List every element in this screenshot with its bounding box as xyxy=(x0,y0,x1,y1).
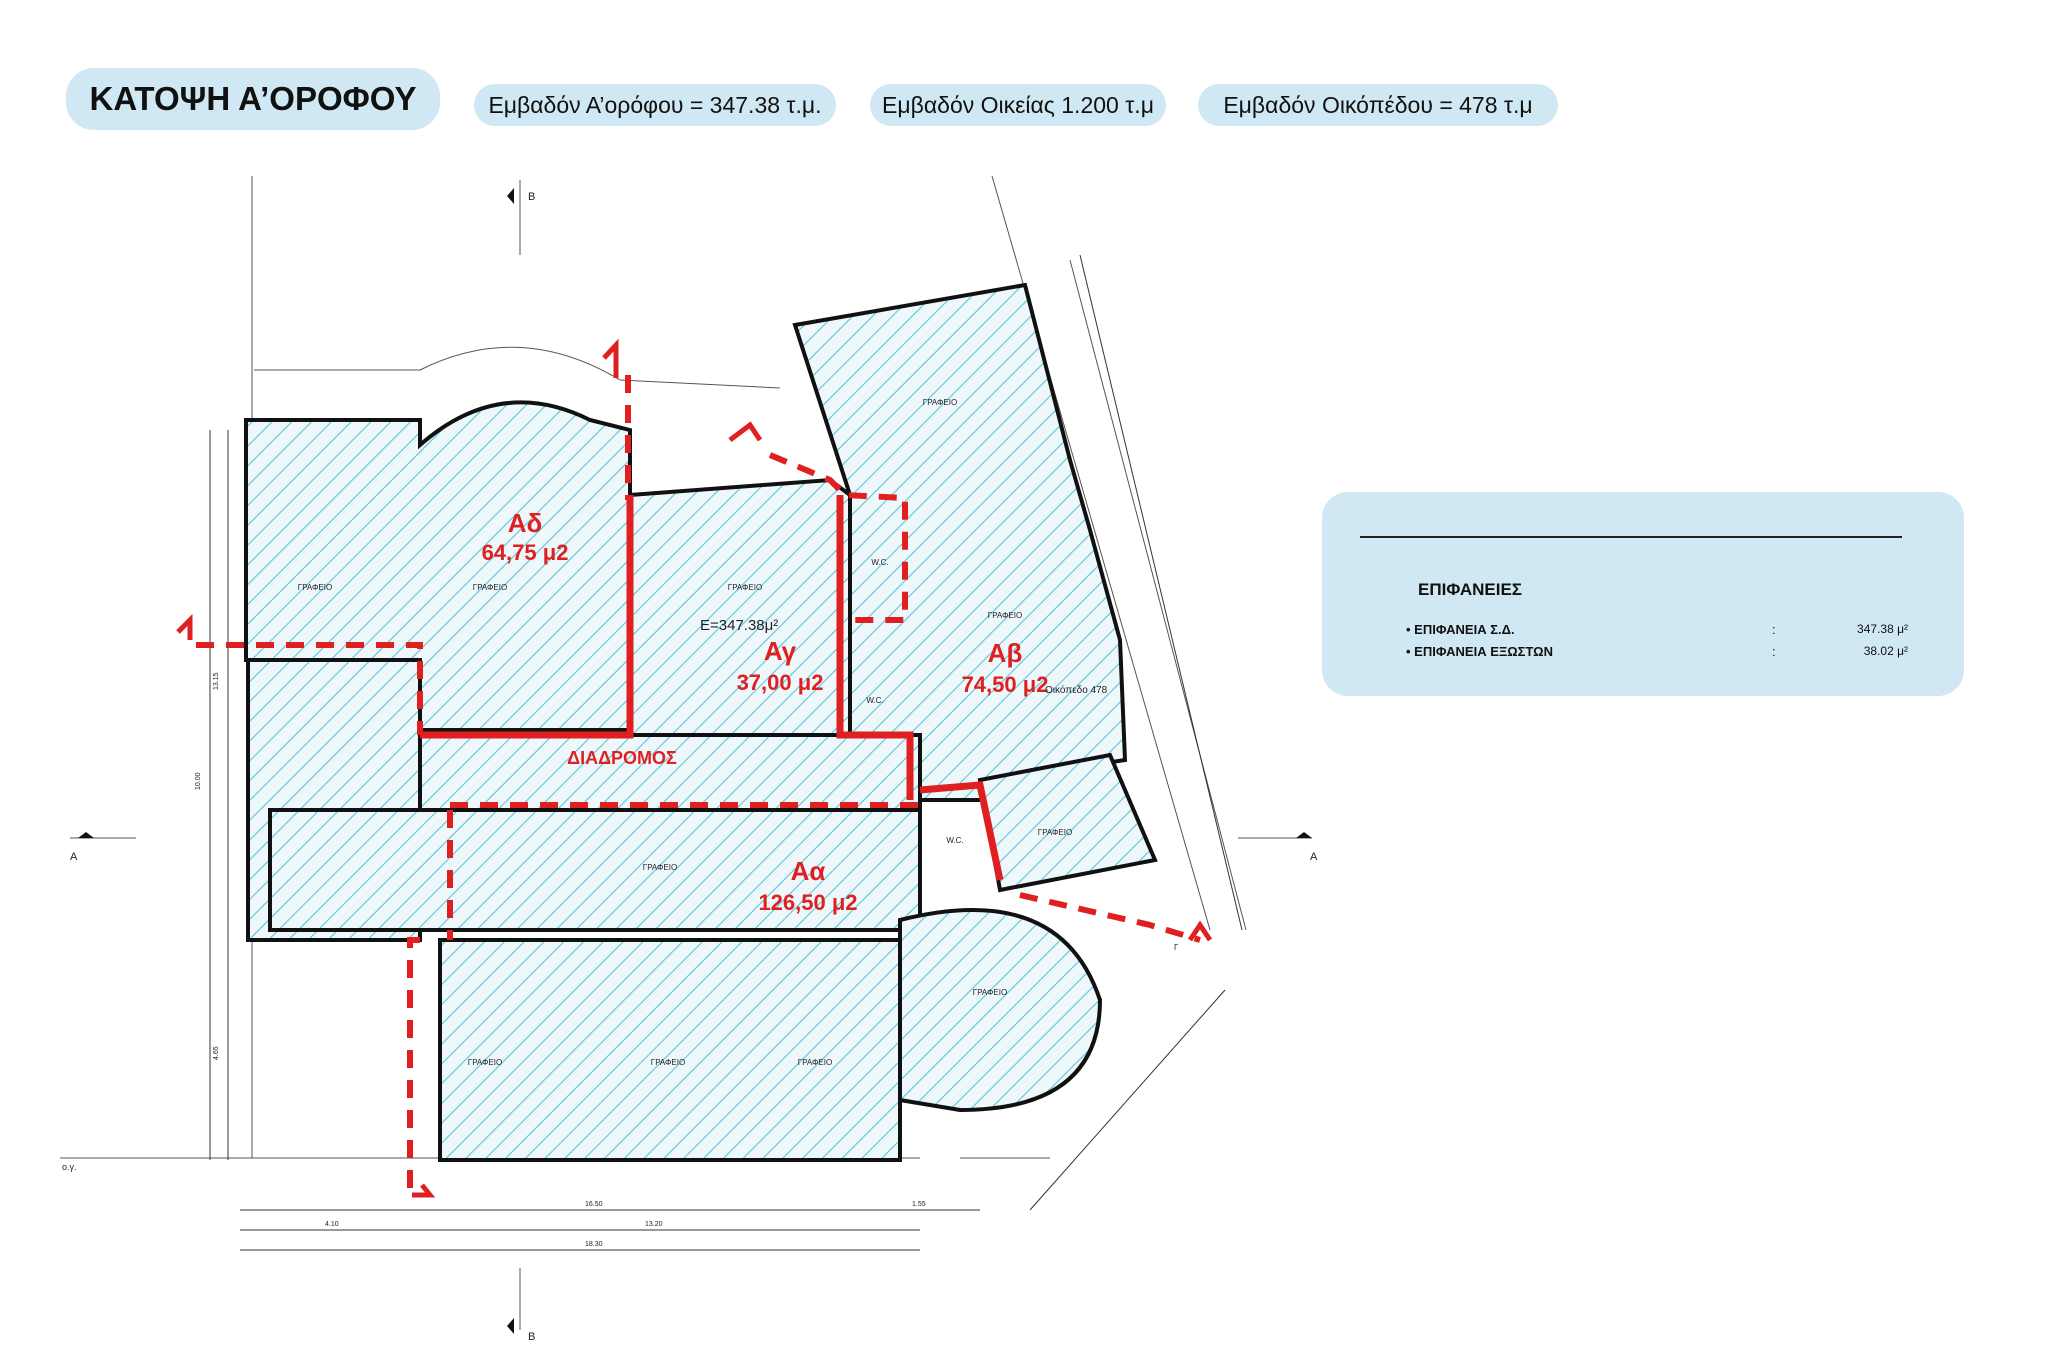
section-mark-b-top: Β xyxy=(528,191,535,203)
zone-aa-area: 126,50 μ2 xyxy=(758,890,857,915)
section-mark-b-bottom: Β xyxy=(528,1331,535,1343)
house-area-badge: Εμβαδόν Οικείας 1.200 τ.μ xyxy=(870,84,1166,126)
section-arrows xyxy=(176,338,1213,1198)
zone-ab-area: 74,50 μ2 xyxy=(962,672,1049,697)
zone-ab-lower-room xyxy=(977,752,1158,893)
total-area-label: Ε=347.38μ² xyxy=(700,617,778,634)
room-label: ΓΡΑΦΕΙΟ xyxy=(643,863,677,872)
legend-row-label: • ΕΠΙΦΑΝΕΙΑ Σ.Δ. xyxy=(1406,622,1515,637)
wc-label: W.C. xyxy=(866,696,883,705)
zone-aa-code: Αα xyxy=(791,856,826,886)
surfaces-legend: ΕΠΙΦΑΝΕΙΕΣ • ΕΠΙΦΑΝΕΙΑ Σ.Δ. : 347.38 μ² … xyxy=(1322,492,1964,696)
zone-corridor xyxy=(418,733,922,812)
room-label: ΓΡΑΦΕΙΟ xyxy=(973,988,1007,997)
dimension-lines xyxy=(209,254,1243,1251)
zone-ag-area: 37,00 μ2 xyxy=(737,670,824,695)
legend-colon: : xyxy=(1772,622,1776,637)
legend-heading: ΕΠΙΦΑΝΕΙΕΣ xyxy=(1418,580,1522,599)
section-mark-a-left: Α xyxy=(70,851,78,863)
room-label: ΓΡΑΦΕΙΟ xyxy=(468,1058,502,1067)
dim-bottom-5: 1.55 xyxy=(912,1201,926,1208)
room-label: ΓΡΑΦΕΙΟ xyxy=(923,398,957,407)
room-label: ΓΡΑΦΕΙΟ xyxy=(988,611,1022,620)
room-label: ΓΡΑΦΕΙΟ xyxy=(298,583,332,592)
page-title: ΚΑΤΟΨΗ Α’ΟΡΟΦΟΥ xyxy=(66,68,440,130)
zone-boundaries xyxy=(196,375,1201,1190)
dim-bottom-4: 4.10 xyxy=(325,1221,339,1228)
room-label: ΓΡΑΦΕΙΟ xyxy=(473,583,507,592)
dim-left-2: 10.00 xyxy=(195,772,202,790)
room-label: ΓΡΑΦΕΙΟ xyxy=(798,1058,832,1067)
plot-area-badge: Εμβαδόν Οικόπέδου = 478 τ.μ xyxy=(1198,84,1558,126)
legend-row-value: 347.38 μ² xyxy=(1857,622,1908,636)
legend-row-value: 38.02 μ² xyxy=(1863,644,1908,658)
room-labels: ΓΡΑΦΕΙΟ ΓΡΑΦΕΙΟ ΓΡΑΦΕΙΟ ΓΡΑΦΕΙΟ ΓΡΑΦΕΙΟ … xyxy=(298,398,1072,1067)
zone-boundaries-solid xyxy=(420,495,1004,881)
dim-left-1: 13.15 xyxy=(213,672,220,690)
zone-aa-round-room xyxy=(898,908,1103,1113)
legend-row-label: • ΕΠΙΦΑΝΕΙΑ ΕΞΩΣΤΩΝ xyxy=(1406,644,1553,659)
section-markers xyxy=(78,188,1312,1334)
zone-ab-code: Αβ xyxy=(988,638,1023,668)
section-mark-g: Γ xyxy=(1174,943,1179,952)
room-label: ΓΡΑΦΕΙΟ xyxy=(651,1058,685,1067)
dim-left-3: 4.65 xyxy=(213,1046,220,1060)
legend-colon: : xyxy=(1772,644,1776,659)
wc-label: W.C. xyxy=(946,836,963,845)
corridor-label: ΔΙΑΔΡΟΜΟΣ xyxy=(567,748,677,768)
dim-bottom-1: 16.50 xyxy=(585,1201,603,1208)
zone-ag-code: Αγ xyxy=(764,636,797,666)
floor-area-badge: Εμβαδόν Α’ορόφου = 347.38 τ.μ. xyxy=(474,84,836,126)
dim-bottom-3: 18.30 xyxy=(585,1241,603,1248)
room-label: ΓΡΑΦΕΙΟ xyxy=(1038,828,1072,837)
wc-label: W.C. xyxy=(871,558,888,567)
section-mark-a-right: Α xyxy=(1310,851,1318,863)
floor-zones xyxy=(244,282,1158,1162)
zone-ad-code: Αδ xyxy=(508,508,543,538)
ground-label: ο.γ. xyxy=(62,1162,77,1172)
room-label: ΓΡΑΦΕΙΟ xyxy=(728,583,762,592)
legend-rule xyxy=(1360,536,1902,538)
plot-label: Οικόπεδο 478 xyxy=(1045,684,1108,696)
zone-aa-offices xyxy=(438,938,902,1162)
zone-ad-area: 64,75 μ2 xyxy=(482,540,569,565)
dim-bottom-2: 13.20 xyxy=(645,1221,663,1228)
zone-ag-room xyxy=(628,477,852,737)
